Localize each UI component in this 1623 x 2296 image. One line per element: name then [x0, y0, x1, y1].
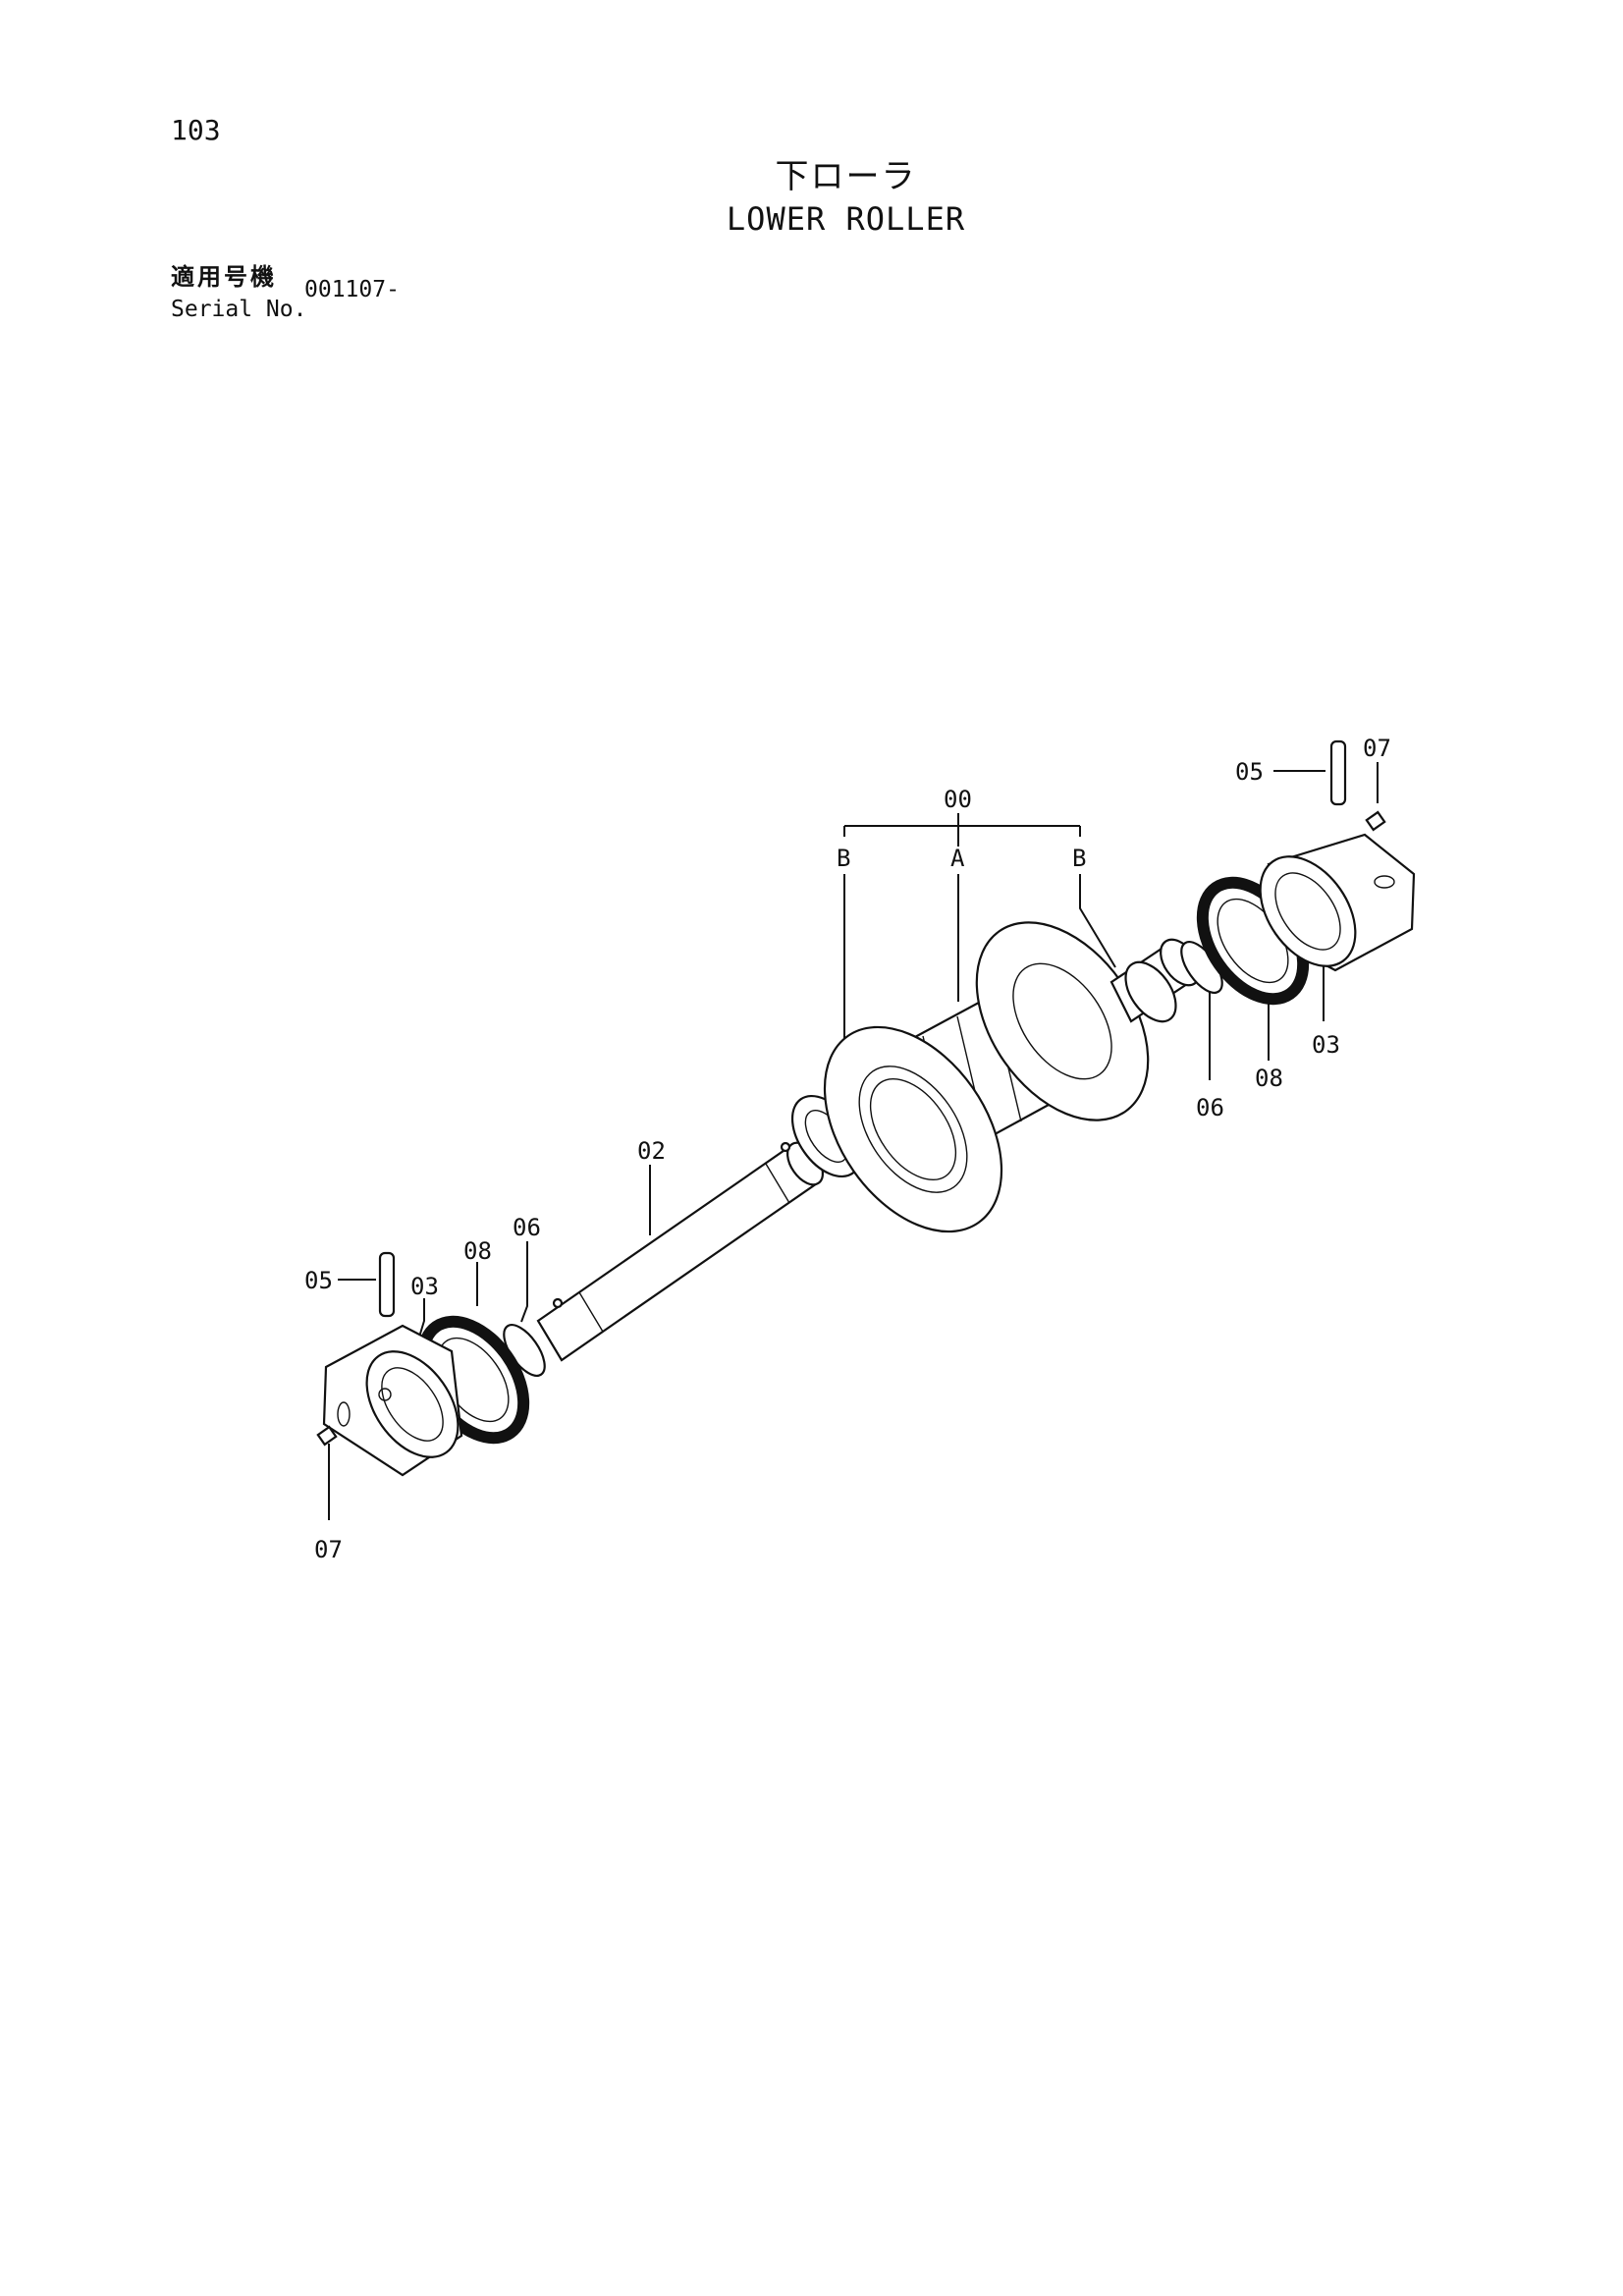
shaft-part	[536, 1141, 825, 1362]
callout-collar-left: 03	[410, 1273, 439, 1300]
callout-plug-right: 07	[1363, 735, 1391, 762]
page-title-english: LOWER ROLLER	[726, 200, 966, 238]
right-pin-part	[1329, 739, 1347, 806]
callout-sub-b-left: B	[837, 845, 850, 872]
callout-pin-left: 05	[304, 1267, 333, 1294]
page-number: 103	[171, 114, 221, 146]
serial-label-japanese: 適用号機	[171, 263, 277, 291]
left-plug-part	[316, 1425, 338, 1447]
left-pin-part	[378, 1251, 396, 1318]
callout-collar-right: 03	[1312, 1031, 1340, 1059]
right-plug-part	[1365, 810, 1386, 832]
left-collar-part	[322, 1324, 463, 1477]
callout-shaft: 02	[637, 1137, 666, 1165]
callout-plug-left: 07	[314, 1536, 343, 1563]
callout-seal-right: 08	[1255, 1065, 1283, 1092]
callout-sub-a: A	[950, 845, 965, 872]
callout-oring-left: 06	[513, 1214, 541, 1241]
page-title-japanese: 下ローラ	[775, 157, 917, 196]
serial-label-english: Serial No.	[171, 297, 307, 322]
callout-sub-b-right: B	[1072, 845, 1086, 872]
callout-assembly: 00	[944, 786, 972, 813]
right-collar-part	[1259, 833, 1416, 972]
callout-oring-right: 06	[1196, 1094, 1224, 1121]
callout-seal-left: 08	[463, 1237, 492, 1265]
callout-pin-right: 05	[1235, 758, 1264, 786]
roller-body-part	[790, 921, 1201, 1233]
serial-number-value: 001107-	[304, 277, 400, 302]
